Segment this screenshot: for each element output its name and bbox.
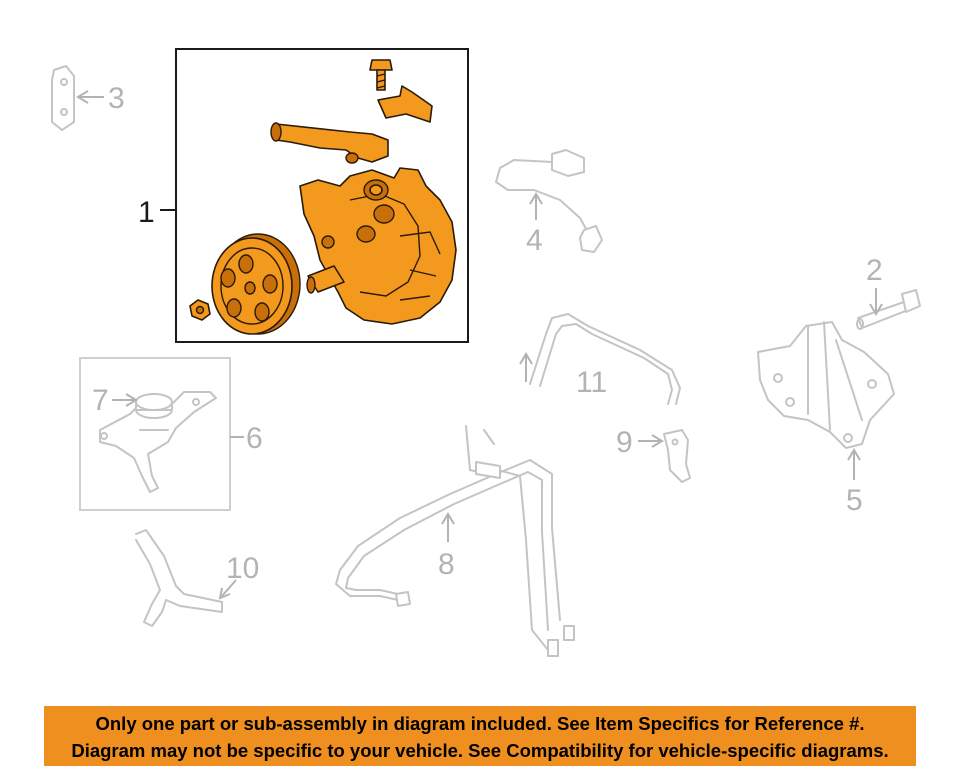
part-1-pump-body (299, 167, 457, 325)
disclaimer-line-2: Diagram may not be specific to your vehi… (71, 740, 889, 761)
part-11-hose[interactable] (529, 313, 681, 405)
callout-8-label: 8 (438, 548, 455, 581)
callout-1-label: 1 (138, 196, 155, 229)
callout-2: 2 (866, 254, 883, 316)
part-1-pulley (211, 233, 301, 335)
callout-11: 11 (519, 352, 607, 399)
part-7-reservoir-cap[interactable] (135, 393, 173, 419)
callout-6: 6 (230, 422, 263, 455)
part-1-bolt (369, 59, 393, 91)
part-10-return-hose[interactable] (135, 529, 223, 627)
part-8-pressure-line[interactable] (335, 425, 575, 657)
callout-2-label: 2 (866, 254, 883, 287)
callout-9-label: 9 (616, 426, 633, 459)
callout-7-label: 7 (92, 384, 109, 417)
part-5-mounting-bracket[interactable] (757, 321, 895, 449)
callout-5-label: 5 (846, 484, 863, 517)
disclaimer-line-1: Only one part or sub-assembly in diagram… (95, 713, 865, 734)
part-3-bracket[interactable] (51, 65, 75, 131)
callout-10-label: 10 (226, 552, 259, 585)
callout-10: 10 (218, 552, 259, 600)
callout-9: 9 (616, 426, 664, 459)
callout-4: 4 (526, 192, 543, 257)
callout-11-label: 11 (576, 366, 607, 399)
callout-7: 7 (92, 384, 138, 417)
callout-1: 1 (138, 196, 176, 229)
part-6-reservoir[interactable] (79, 357, 231, 511)
part-9-clip[interactable] (663, 429, 691, 483)
callout-6-label: 6 (246, 422, 263, 455)
part-1-nut (189, 299, 211, 321)
callout-5: 5 (846, 448, 863, 517)
callout-8: 8 (438, 512, 455, 581)
callout-4-label: 4 (526, 224, 543, 257)
part-1-outlet-pipe (270, 122, 389, 164)
part-4-pressure-sensor[interactable] (495, 149, 603, 253)
callout-3: 3 (76, 82, 125, 115)
disclaimer-banner: Only one part or sub-assembly in diagram… (44, 706, 916, 766)
part-2-bolt[interactable] (856, 289, 921, 330)
part-1-power-steering-pump[interactable] (175, 48, 469, 343)
callout-3-label: 3 (108, 82, 125, 115)
part-1-bracket (377, 85, 433, 123)
parts-diagram: 1 2 3 4 5 6 7 8 9 10 (51, 48, 921, 657)
